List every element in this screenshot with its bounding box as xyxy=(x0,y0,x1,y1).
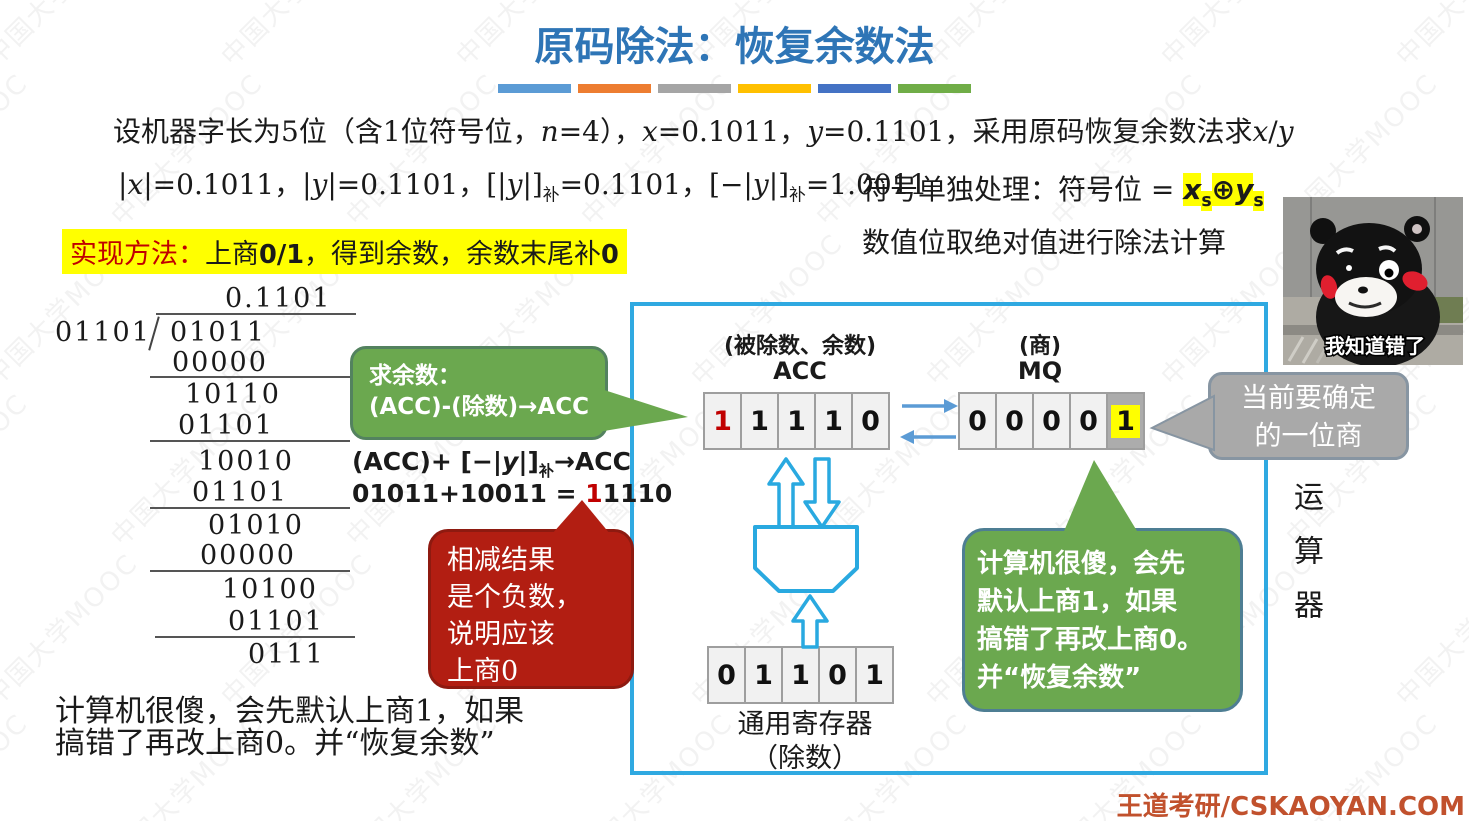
acc-cell: 1 xyxy=(740,392,779,450)
accent-bars xyxy=(0,84,1469,93)
mq-cell: 0 xyxy=(1069,392,1108,450)
division-row: 01101 xyxy=(192,477,288,508)
division-rule xyxy=(150,570,350,572)
acc-cell: 1 xyxy=(703,392,742,450)
division-row: 01010 xyxy=(208,510,304,541)
accent-bar xyxy=(498,84,571,93)
division-row: 10100 xyxy=(222,574,318,605)
gpr-cell: 1 xyxy=(855,646,894,704)
division-row: 0111 xyxy=(248,639,325,670)
current-quotient-callout: 当前要确定 的一位商 xyxy=(1208,372,1409,460)
restore-remainder-callout: 计算机很傻，会先 默认上商1，如果 搞错了再改上商0。 并“恢复余数” xyxy=(962,528,1243,712)
remainder-callout: 求余数： (ACC)-(除数)→ACC xyxy=(350,346,608,440)
sign-handling-line: 符号单独处理：符号位 = xs⊕ys xyxy=(862,173,1264,211)
alu-datapath-box xyxy=(630,302,1268,775)
mq-cell-current: 1 xyxy=(1106,392,1145,450)
acc-label: ACC xyxy=(773,357,827,385)
gpr-cell: 0 xyxy=(707,646,746,704)
division-rule xyxy=(150,440,350,442)
method-highlight-line: 实现方法：上商0/1，得到余数，余数末尾补0 xyxy=(62,229,627,274)
brand-footer: 王道考研/CSKAOYAN.COM xyxy=(1116,792,1465,821)
negative-result-callout: 相减结果 是个负数， 说明应该 上商0 xyxy=(428,529,634,689)
division-row: 01101 xyxy=(178,410,274,441)
sign-formula-highlight: xs⊕ys xyxy=(1183,173,1264,211)
long-division: 0.1101 01101 01011 00000 10110 01101 100… xyxy=(50,283,380,678)
division-rule xyxy=(150,376,350,378)
mq-register: 0 0 0 0 1 xyxy=(958,392,1145,450)
mq-cell: 0 xyxy=(995,392,1034,450)
page-title: 原码除法：恢复余数法 xyxy=(534,23,935,70)
division-quotient: 0.1101 xyxy=(225,283,332,314)
mq-caption: (商) xyxy=(1018,334,1062,359)
gpr-caption-divisor: （除数） xyxy=(751,743,859,774)
division-vinculum xyxy=(156,313,356,315)
mq-cell: 0 xyxy=(1032,392,1071,450)
division-rule xyxy=(155,636,355,638)
mq-label: MQ xyxy=(1017,357,1063,385)
acc-caption: (被除数、余数) xyxy=(723,334,877,359)
absolute-values-line: |x|=0.1011，|y|=0.1101，[|y|]补=0.1101，[−|y… xyxy=(118,168,928,205)
mq-cell: 0 xyxy=(958,392,997,450)
divisor-register: 0 1 1 0 1 xyxy=(707,646,894,704)
bear-muzzle xyxy=(1335,277,1397,317)
gpr-caption: 通用寄存器 xyxy=(737,709,873,740)
division-row: 01101 xyxy=(228,606,324,637)
acc-cell: 1 xyxy=(777,392,816,450)
watermark-text: 中国大学MOOC xyxy=(0,388,35,553)
acc-formula: (ACC)+ [−|y|]补→ACC xyxy=(352,447,631,480)
acc-cell: 1 xyxy=(814,392,853,450)
unit-label: 运算器 xyxy=(1288,481,1323,643)
gpr-cell: 1 xyxy=(744,646,783,704)
mascot-caption: 我知道错了 xyxy=(1325,334,1425,358)
acc-calculation: 01011+10011 = 11110 xyxy=(352,479,673,508)
magnitude-line: 数值位取绝对值进行除法计算 xyxy=(862,226,1227,259)
acc-cell: 0 xyxy=(851,392,890,450)
division-row: 10010 xyxy=(198,446,294,477)
accent-bar xyxy=(818,84,891,93)
problem-statement: 设机器字长为5位（含1位符号位，n=4），x=0.1011，y=0.1101，采… xyxy=(113,115,1294,148)
alu-label: ALU xyxy=(777,543,835,573)
division-row: 01011 xyxy=(170,317,266,348)
gpr-cell: 0 xyxy=(818,646,857,704)
watermark-text: 中国大学MOOC xyxy=(0,708,35,821)
division-row: 00000 xyxy=(200,540,296,571)
watermark-text: 中国大学MOOC xyxy=(1390,548,1469,713)
division-row: 10110 xyxy=(185,379,281,410)
accent-bar xyxy=(578,84,651,93)
accent-bar xyxy=(898,84,971,93)
division-divisor: 01101 xyxy=(55,317,151,348)
division-rule xyxy=(150,507,350,509)
division-row: 00000 xyxy=(172,347,268,378)
gpr-cell: 1 xyxy=(781,646,820,704)
accent-bar xyxy=(738,84,811,93)
acc-register: 1 1 1 1 0 xyxy=(703,392,890,450)
bottom-note: 计算机很傻，会先默认上商1，如果 搞错了再改上商0。并“恢复余数” xyxy=(55,694,525,761)
accent-bar xyxy=(658,84,731,93)
mascot-photo: 我知道错了 xyxy=(1283,197,1463,365)
